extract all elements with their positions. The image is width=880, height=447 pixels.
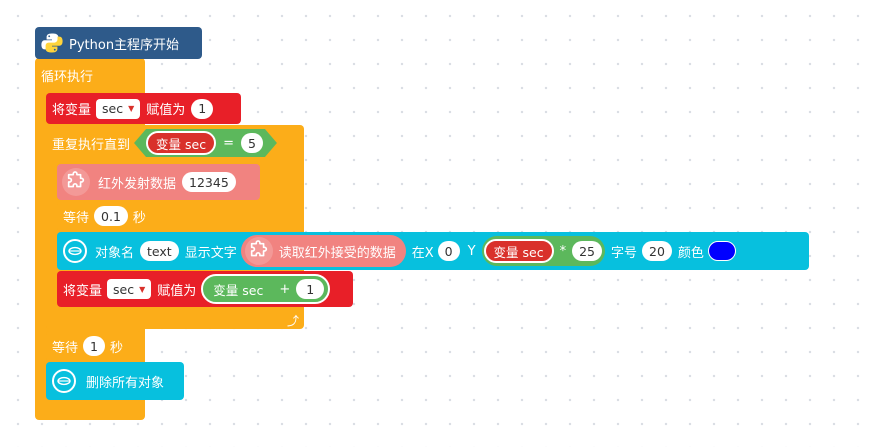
multiply-value-input[interactable]: 25: [572, 241, 602, 261]
wait-prefix-label: 等待: [52, 340, 79, 356]
font-size-label: 字号: [611, 245, 638, 261]
variable-dropdown-value: sec: [113, 281, 135, 297]
variable-reporter[interactable]: 变量 sec: [146, 131, 216, 155]
condition-value-input[interactable]: 5: [241, 133, 263, 153]
show-text-label: 显示文字: [184, 245, 237, 261]
y-label: Y: [467, 243, 476, 259]
set-variable-block[interactable]: 将变量 sec ▼ 赋值为 1: [46, 93, 241, 124]
screen-icon: [63, 239, 87, 263]
ir-read-label: 读取红外接受的数据: [278, 245, 396, 261]
delete-all-objects-block[interactable]: 删除所有对象: [46, 362, 184, 400]
puzzle-icon: [244, 237, 273, 265]
object-name-input[interactable]: text: [140, 241, 179, 261]
ir-read-reporter[interactable]: 读取红外接受的数据: [240, 235, 406, 267]
color-label: 颜色: [677, 245, 704, 261]
wait-prefix-label: 等待: [63, 210, 90, 226]
ir-send-label: 红外发射数据: [98, 176, 177, 192]
show-text-block[interactable]: 对象名 text 显示文字 读取红外接受的数据 在X 0 Y 变量 sec * …: [57, 232, 809, 270]
delete-all-label: 删除所有对象: [86, 375, 165, 391]
object-name-label: 对象名: [95, 245, 135, 261]
set-prefix-label: 将变量: [52, 103, 92, 118]
variable-reporter[interactable]: 变量 sec: [483, 239, 554, 263]
set-value-input[interactable]: 1: [191, 98, 214, 119]
font-size-input[interactable]: 20: [642, 241, 672, 261]
repeat-until-header: 重复执行直到 变量 sec = 5: [46, 127, 277, 159]
multiply-operator: *: [559, 243, 567, 259]
add-block[interactable]: 变量 sec + 1: [201, 274, 331, 304]
x-label: 在X: [411, 245, 434, 261]
caret-down-icon: ▼: [139, 284, 146, 294]
puzzle-icon: [62, 168, 90, 196]
loop-arrow-icon: ⤴: [287, 314, 300, 328]
x-value-input[interactable]: 0: [437, 241, 460, 261]
forever-loop-label: 循环执行: [41, 70, 94, 85]
set-variable-block[interactable]: 将变量 sec ▼ 赋值为 变量 sec + 1: [57, 271, 353, 307]
variable-dropdown[interactable]: sec ▼: [96, 98, 141, 119]
hat-label: Python主程序开始: [69, 37, 180, 53]
variable-reporter[interactable]: 变量 sec: [213, 282, 264, 298]
wait-suffix-label: 秒: [132, 210, 146, 226]
wait-value-input[interactable]: 1: [83, 336, 105, 356]
repeat-until-label: 重复执行直到: [52, 137, 131, 153]
python-main-start-block[interactable]: Python主程序开始: [35, 27, 202, 59]
add-operator: +: [279, 281, 291, 297]
variable-dropdown[interactable]: sec ▼: [107, 279, 152, 299]
ir-send-value-input[interactable]: 12345: [182, 172, 236, 192]
color-swatch[interactable]: [707, 241, 736, 261]
wait-block[interactable]: 等待 1 秒: [46, 331, 141, 361]
condition-equals-block[interactable]: 变量 sec = 5: [134, 129, 277, 157]
set-prefix-label: 将变量: [63, 283, 103, 299]
set-suffix-label: 赋值为: [146, 103, 186, 118]
variable-dropdown-value: sec: [102, 101, 124, 116]
caret-down-icon: ▼: [128, 104, 135, 113]
wait-suffix-label: 秒: [109, 340, 123, 356]
python-icon: [41, 32, 63, 54]
screen-icon: [52, 369, 76, 393]
equals-operator: =: [223, 135, 234, 151]
multiply-block[interactable]: 变量 sec * 25: [481, 236, 605, 266]
add-value-input[interactable]: 1: [296, 279, 325, 299]
ir-send-block[interactable]: 红外发射数据 12345: [57, 164, 260, 200]
set-suffix-label: 赋值为: [157, 283, 197, 299]
wait-block[interactable]: 等待 0.1 秒: [57, 201, 160, 231]
wait-value-input[interactable]: 0.1: [94, 206, 128, 226]
